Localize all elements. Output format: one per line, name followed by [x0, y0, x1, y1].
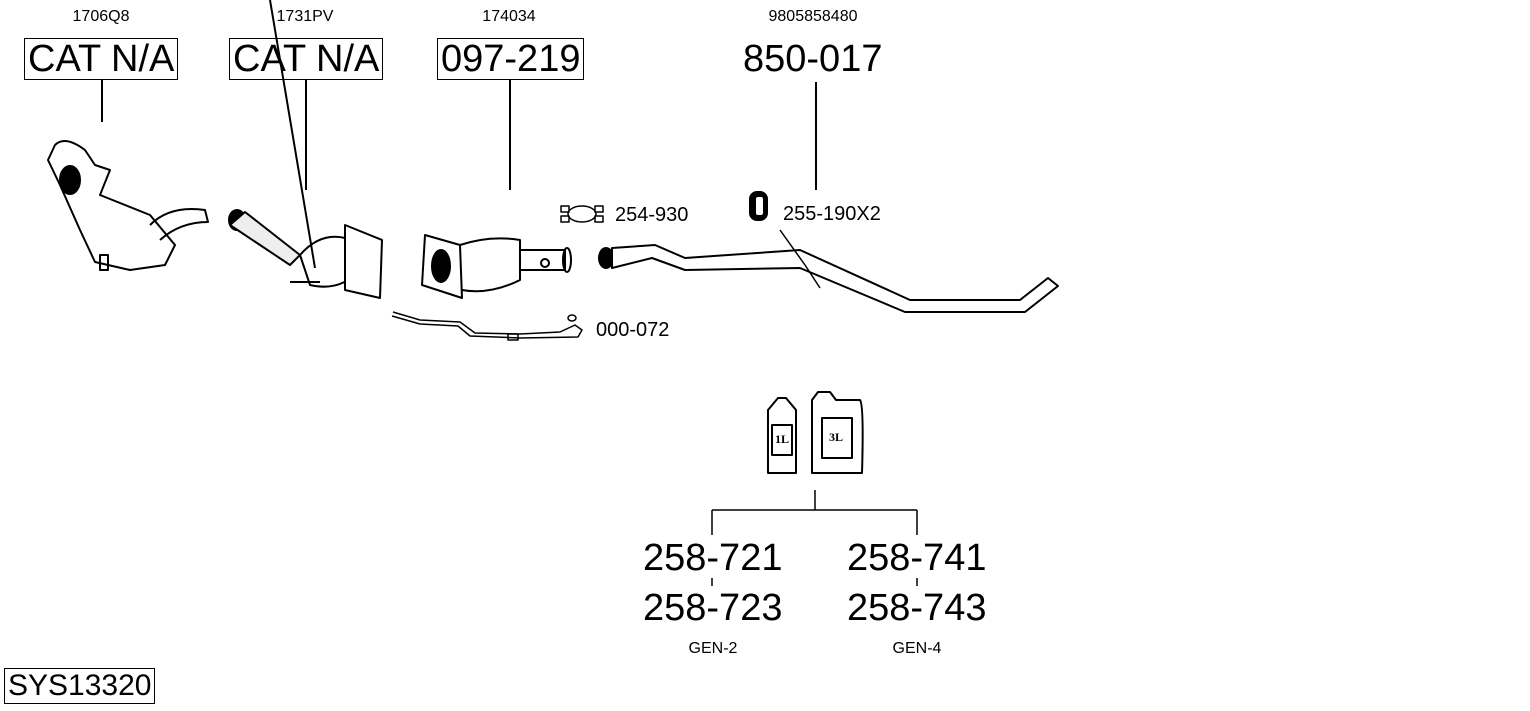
leader-line: [305, 80, 307, 190]
oe-number-2: 1731PV: [276, 8, 334, 25]
paste-ref-258-721[interactable]: 258-721: [643, 537, 783, 579]
leader-line: [101, 80, 103, 122]
leader-line: [509, 80, 511, 190]
part-ref-2[interactable]: CAT N/A: [229, 38, 384, 80]
oe-number-3: 174034: [482, 8, 536, 25]
part-ref-1[interactable]: CAT N/A: [24, 38, 179, 80]
paste-can-large-icon: [811, 391, 864, 474]
catalytic-converter-1-icon[interactable]: [47, 140, 209, 271]
rubber-mount-icon[interactable]: [749, 191, 768, 221]
leader-line: [815, 82, 817, 190]
paste-ref-258-743[interactable]: 258-743: [847, 587, 987, 629]
system-id: SYS13320: [4, 668, 156, 704]
part-ref-4[interactable]: 850-017: [743, 38, 883, 80]
exhaust-pipe-icon[interactable]: [598, 229, 1059, 313]
paste-ref-258-741[interactable]: 258-741: [847, 537, 987, 579]
mounting-kit-ref[interactable]: 000-072: [596, 319, 670, 341]
paste-bracket: [711, 490, 918, 586]
oe-number-4: 9805858480: [768, 8, 858, 25]
paste-can-small-icon: [767, 397, 797, 474]
particulate-filter-icon[interactable]: [421, 234, 572, 299]
paste-gen-4: GEN-4: [892, 640, 942, 657]
oe-number-1: 1706Q8: [72, 8, 130, 25]
can-large-label: 3L: [829, 430, 844, 444]
rubber-mount-ref[interactable]: 255-190X2: [783, 203, 881, 225]
paste-gen-2: GEN-2: [688, 640, 738, 657]
paste-ref-258-723[interactable]: 258-723: [643, 587, 783, 629]
clamp-ref[interactable]: 254-930: [615, 204, 689, 226]
can-small-label: 1L: [775, 432, 790, 446]
catalytic-converter-2-icon[interactable]: [228, 0, 383, 299]
part-ref-3[interactable]: 097-219: [437, 38, 585, 80]
mounting-kit-icon[interactable]: [391, 311, 583, 341]
clamp-icon[interactable]: [560, 205, 604, 223]
